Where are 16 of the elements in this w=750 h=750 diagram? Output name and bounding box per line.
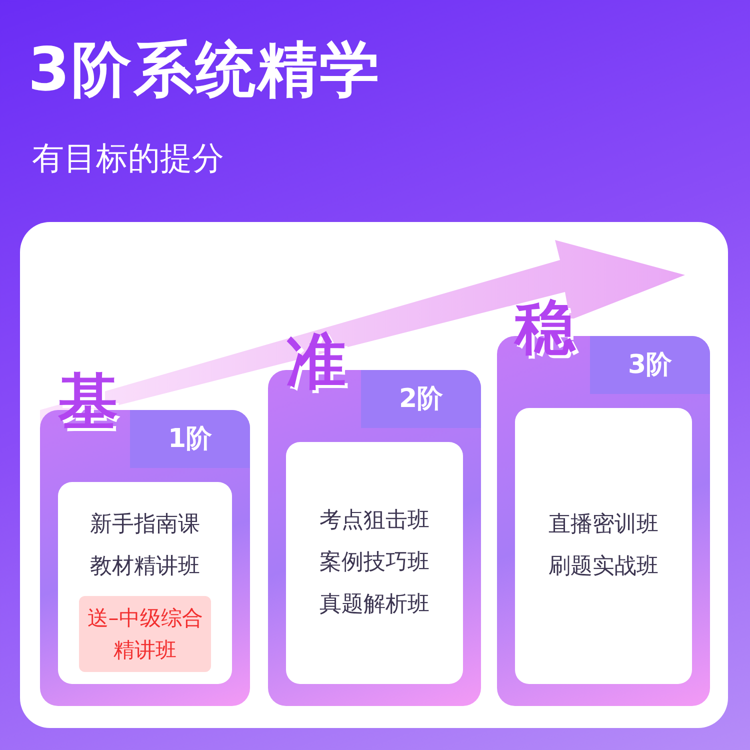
- course-list-box: [286, 442, 463, 684]
- course-name: 教材精讲班: [90, 553, 200, 581]
- stage-label: 2阶: [361, 370, 481, 428]
- course-name: 刷题实战班: [548, 553, 658, 581]
- gift-note: 送–中级综合精讲班: [79, 596, 211, 672]
- course-name: 案例技巧班: [320, 549, 430, 577]
- course-list-box: [58, 482, 232, 684]
- subtitle: 有目标的提分: [32, 142, 224, 174]
- stage-label: 3阶: [590, 336, 710, 394]
- course-name: 真题解析班: [320, 591, 430, 619]
- title: 3阶系统精学: [28, 40, 382, 100]
- course-name: 直播密训班: [548, 511, 658, 539]
- course-name: 考点狙击班: [320, 507, 430, 535]
- stage-label: 1阶: [130, 410, 250, 468]
- course-list-box: [515, 408, 692, 684]
- course-name: 新手指南课: [90, 511, 200, 539]
